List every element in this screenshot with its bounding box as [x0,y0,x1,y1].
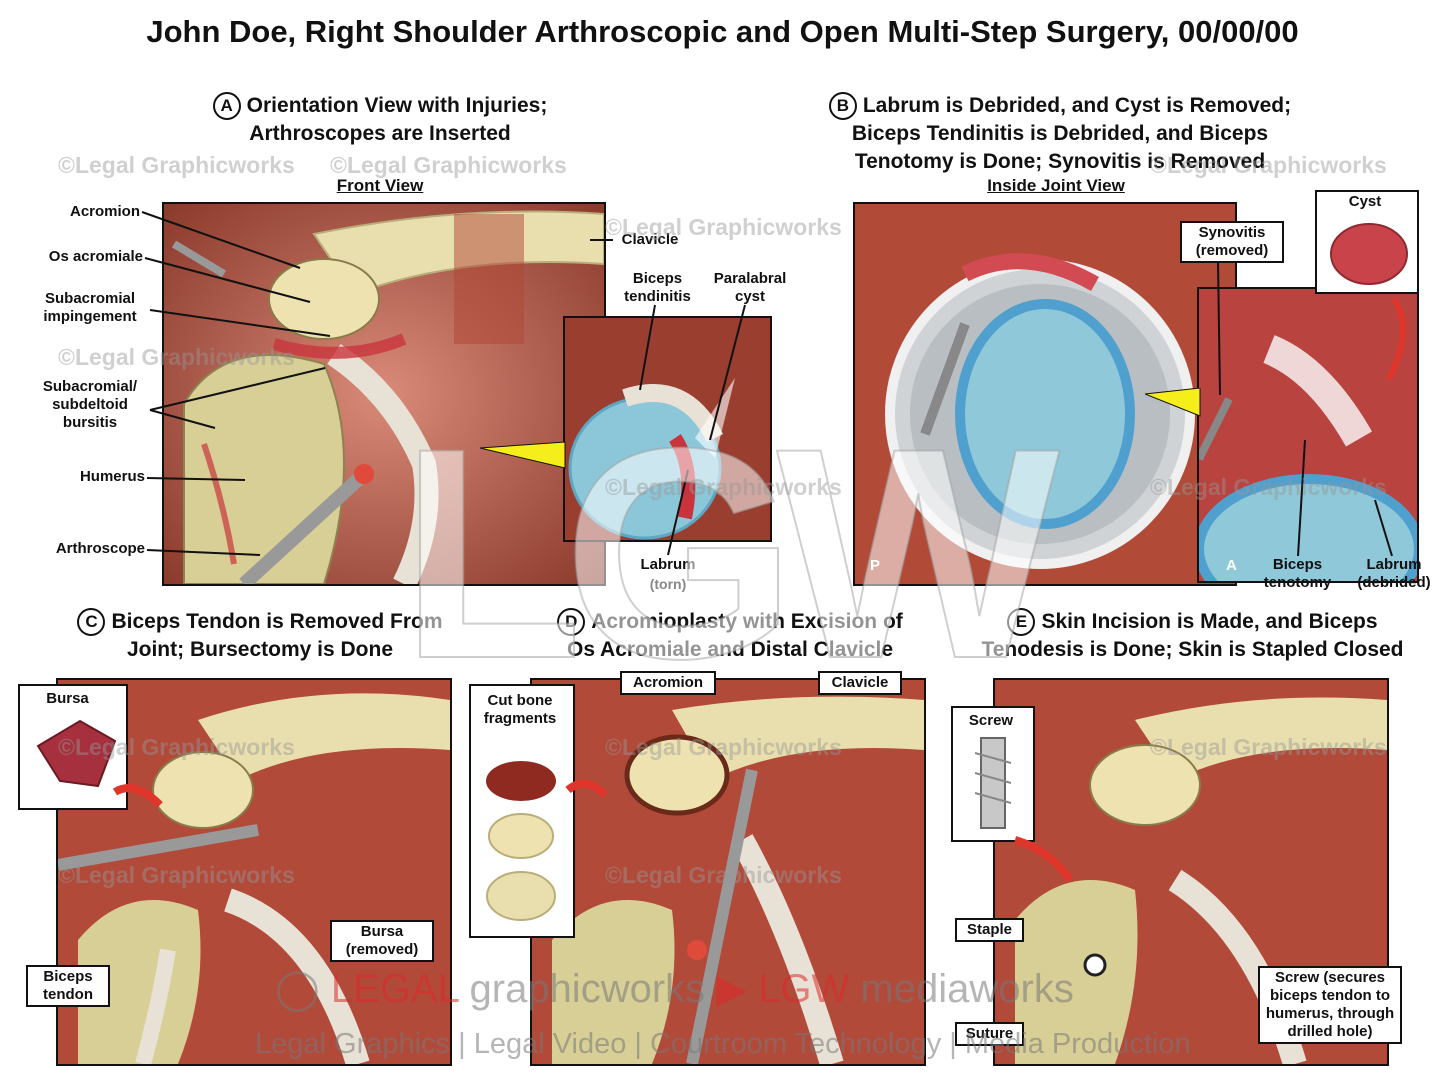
label-biceps-tenotomy: Biceps tenotomy [1263,556,1332,591]
panel-a-inset [563,316,772,542]
label-paralabral-cyst: Paralabral cyst [713,270,787,305]
label-bursa-removed-name: Bursa [360,923,404,940]
acromioplasty-image [532,680,924,1064]
panel-c-title-line1: Biceps Tendon is Removed From [111,610,443,633]
magnifier-icon: ◯ [275,967,320,1011]
panel-e-title-line2: Tenodesis is Done; Skin is Stapled Close… [981,638,1404,662]
panel-b-title-line3: Tenotomy is Done; Synovitis is Removed [854,150,1266,174]
footer-brand-graphicworks: graphicworks [469,967,706,1011]
marker-a: A [1226,557,1237,574]
panel-a-letter: A [212,92,241,121]
label-labrum: Labrum [640,556,696,573]
labrum-inset-image [565,318,770,540]
bursa-image [36,719,117,788]
panel-a-view: Front View [336,176,424,195]
panel-b-view: Inside Joint View [987,176,1125,195]
panel-a-title-line2: Arthroscopes are Inserted [249,122,511,146]
footer-brand-lgw: LGW [758,967,850,1011]
footer-services: Legal Graphics | Legal Video | Courtroom… [255,1028,1191,1060]
label-labrum-b-note: (debrided) [1357,574,1431,591]
label-biceps-tendinitis: Biceps tendinitis [624,270,691,305]
label-bursitis: Subacromial/ subdeltoid bursitis [42,378,138,431]
panel-c-letter: C [77,608,106,637]
screw-image [974,737,1012,829]
label-arthroscope: Arthroscope [55,540,145,557]
panel-b-title-line2: Biceps Tendinitis is Debrided, and Bicep… [851,122,1269,146]
footer-brand-legal: LEGAL [330,967,459,1011]
label-synovitis-note: (removed) [1195,242,1269,259]
panel-c-title-line2: Joint; Bursectomy is Done [126,638,394,662]
panel-e-title-line1: Skin Incision is Made, and Biceps [1041,610,1378,633]
label-labrum-torn: (torn) [649,576,687,592]
bone-fragments-inset [469,684,575,938]
panel-b-illustration [853,202,1237,586]
panel-e-letter: E [1007,608,1036,637]
panel-a-title-line1: Orientation View with Injuries; [246,94,548,117]
panel-d-title-line1: Acromioplasty with Excision of [591,610,903,633]
label-synovitis-name: Synovitis [1198,224,1266,241]
shoulder-front-view-image [164,204,604,584]
label-synovitis: Synovitis (removed) [1180,221,1284,263]
panel-b-title-line1: Labrum is Debrided, and Cyst is Removed; [862,94,1292,117]
bone-fragments-image [486,761,556,921]
panel-b-letter: B [828,92,857,121]
inside-joint-view-image [855,204,1235,584]
panel-b-inset [1197,287,1419,583]
tenotomy-inset-image [1199,289,1417,581]
label-clavicle: Clavicle [621,231,679,248]
label-staple: Staple [955,918,1024,942]
label-bursa-removed: Bursa (removed) [330,920,434,962]
marker-p: P [870,557,881,574]
label-subacromial-impingement: Subacromial impingement [43,290,137,325]
label-acromion-d: Acromion [620,671,716,695]
footer-brand-mediaworks: mediaworks [860,967,1074,1011]
label-bursa-removed-note: (removed) [345,941,419,958]
bursa-inset [18,684,128,810]
panel-a-illustration [162,202,606,586]
cyst-inset [1315,190,1419,294]
label-humerus: Humerus [79,468,145,485]
label-screw-note: Screw (secures biceps tendon to humerus,… [1258,966,1402,1044]
cyst-image [1330,223,1408,285]
panel-a-yellow-pointer [480,441,566,469]
label-screw: Screw [968,712,1014,729]
footer-brand: ◯ LEGAL graphicworks ▶ LGW mediaworks [275,966,1074,1012]
screw-inset [951,706,1035,842]
panel-d-illustration [530,678,926,1066]
label-cut-bone-fragments: Cut bone fragments [483,692,557,727]
label-biceps-tendon: Biceps tendon [26,965,110,1007]
label-acromion: Acromion [69,203,140,220]
panel-d-title-line2: Os Acromiale and Distal Clavicle [566,638,894,662]
label-clavicle-d: Clavicle [818,671,902,695]
label-labrum-b: Labrum [1366,556,1422,573]
label-cyst: Cyst [1348,193,1382,210]
label-bursa: Bursa [46,690,89,707]
label-labrum-debrided: Labrum (debrided) [1348,556,1440,592]
label-suture: Suture [955,1022,1024,1046]
page-title: John Doe, Right Shoulder Arthroscopic an… [146,14,1299,49]
label-os-acromiale: Os acromiale [48,248,143,265]
panel-b-yellow-pointer [1145,388,1201,417]
panel-d-letter: D [557,608,586,637]
play-icon: ▶ [716,967,748,1011]
